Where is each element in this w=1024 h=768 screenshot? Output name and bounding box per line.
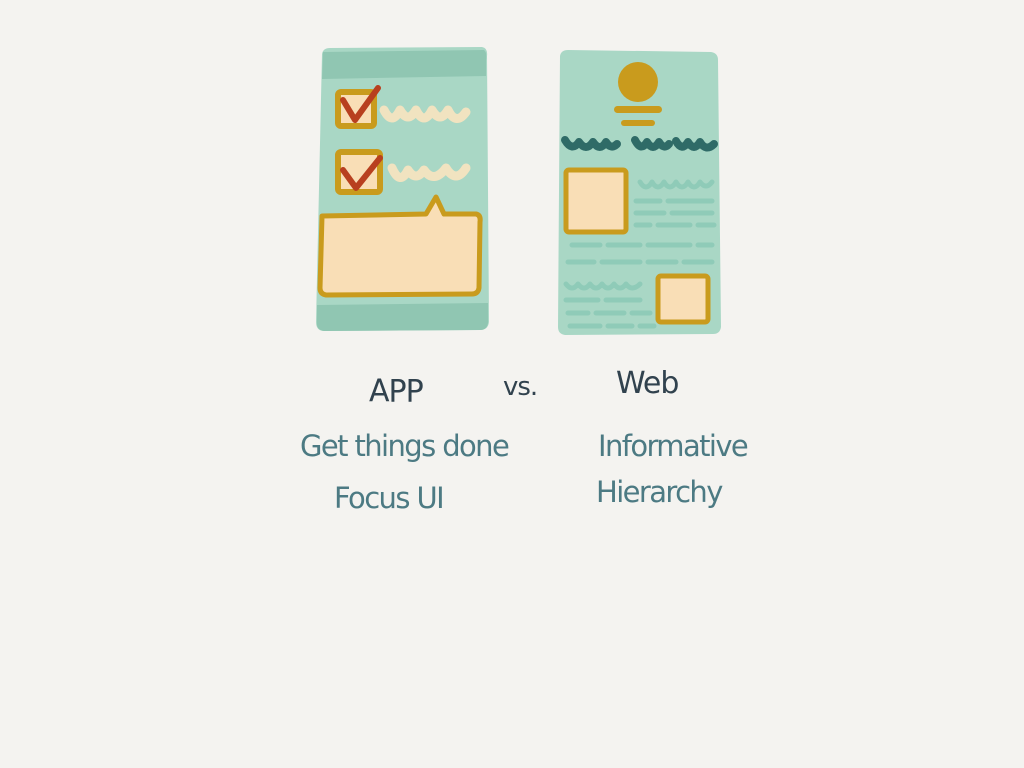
checkmark-icon bbox=[340, 155, 383, 191]
nav-squiggle-3 bbox=[672, 137, 718, 152]
web-page-body bbox=[558, 50, 721, 335]
app-heading: APP bbox=[369, 373, 424, 410]
nav-squiggle-2 bbox=[631, 136, 673, 151]
speech-bubble-icon bbox=[317, 194, 483, 298]
content-squiggle-2 bbox=[563, 281, 643, 291]
header-line-2 bbox=[621, 120, 655, 126]
body-text-lines bbox=[563, 198, 717, 329]
web-description-line-2: Hierarchy bbox=[596, 475, 723, 509]
nav-squiggle-1 bbox=[561, 136, 621, 151]
image-block-1 bbox=[563, 167, 629, 235]
app-description-line-2: Focus UI bbox=[334, 481, 445, 515]
web-page-mockup bbox=[558, 50, 721, 335]
item-text-squiggle bbox=[379, 105, 471, 123]
sun-circle-icon bbox=[618, 62, 658, 102]
checkbox-icon bbox=[335, 89, 377, 129]
web-description-line-1: Informative bbox=[598, 429, 749, 463]
image-block-2 bbox=[655, 273, 711, 325]
app-top-bar bbox=[322, 50, 487, 79]
app-list-item-1 bbox=[335, 85, 471, 129]
web-heading: Web bbox=[616, 366, 679, 401]
app-description-line-1: Get things done bbox=[300, 429, 510, 463]
content-squiggle-1 bbox=[637, 179, 715, 190]
app-bottom-bar bbox=[317, 303, 488, 331]
vs-label: vs. bbox=[503, 372, 538, 402]
header-line-1 bbox=[614, 106, 662, 113]
app-phone-mockup bbox=[316, 47, 489, 331]
item-text-squiggle bbox=[387, 163, 471, 182]
app-list-item-2 bbox=[335, 149, 471, 195]
checkmark-icon bbox=[340, 85, 381, 123]
